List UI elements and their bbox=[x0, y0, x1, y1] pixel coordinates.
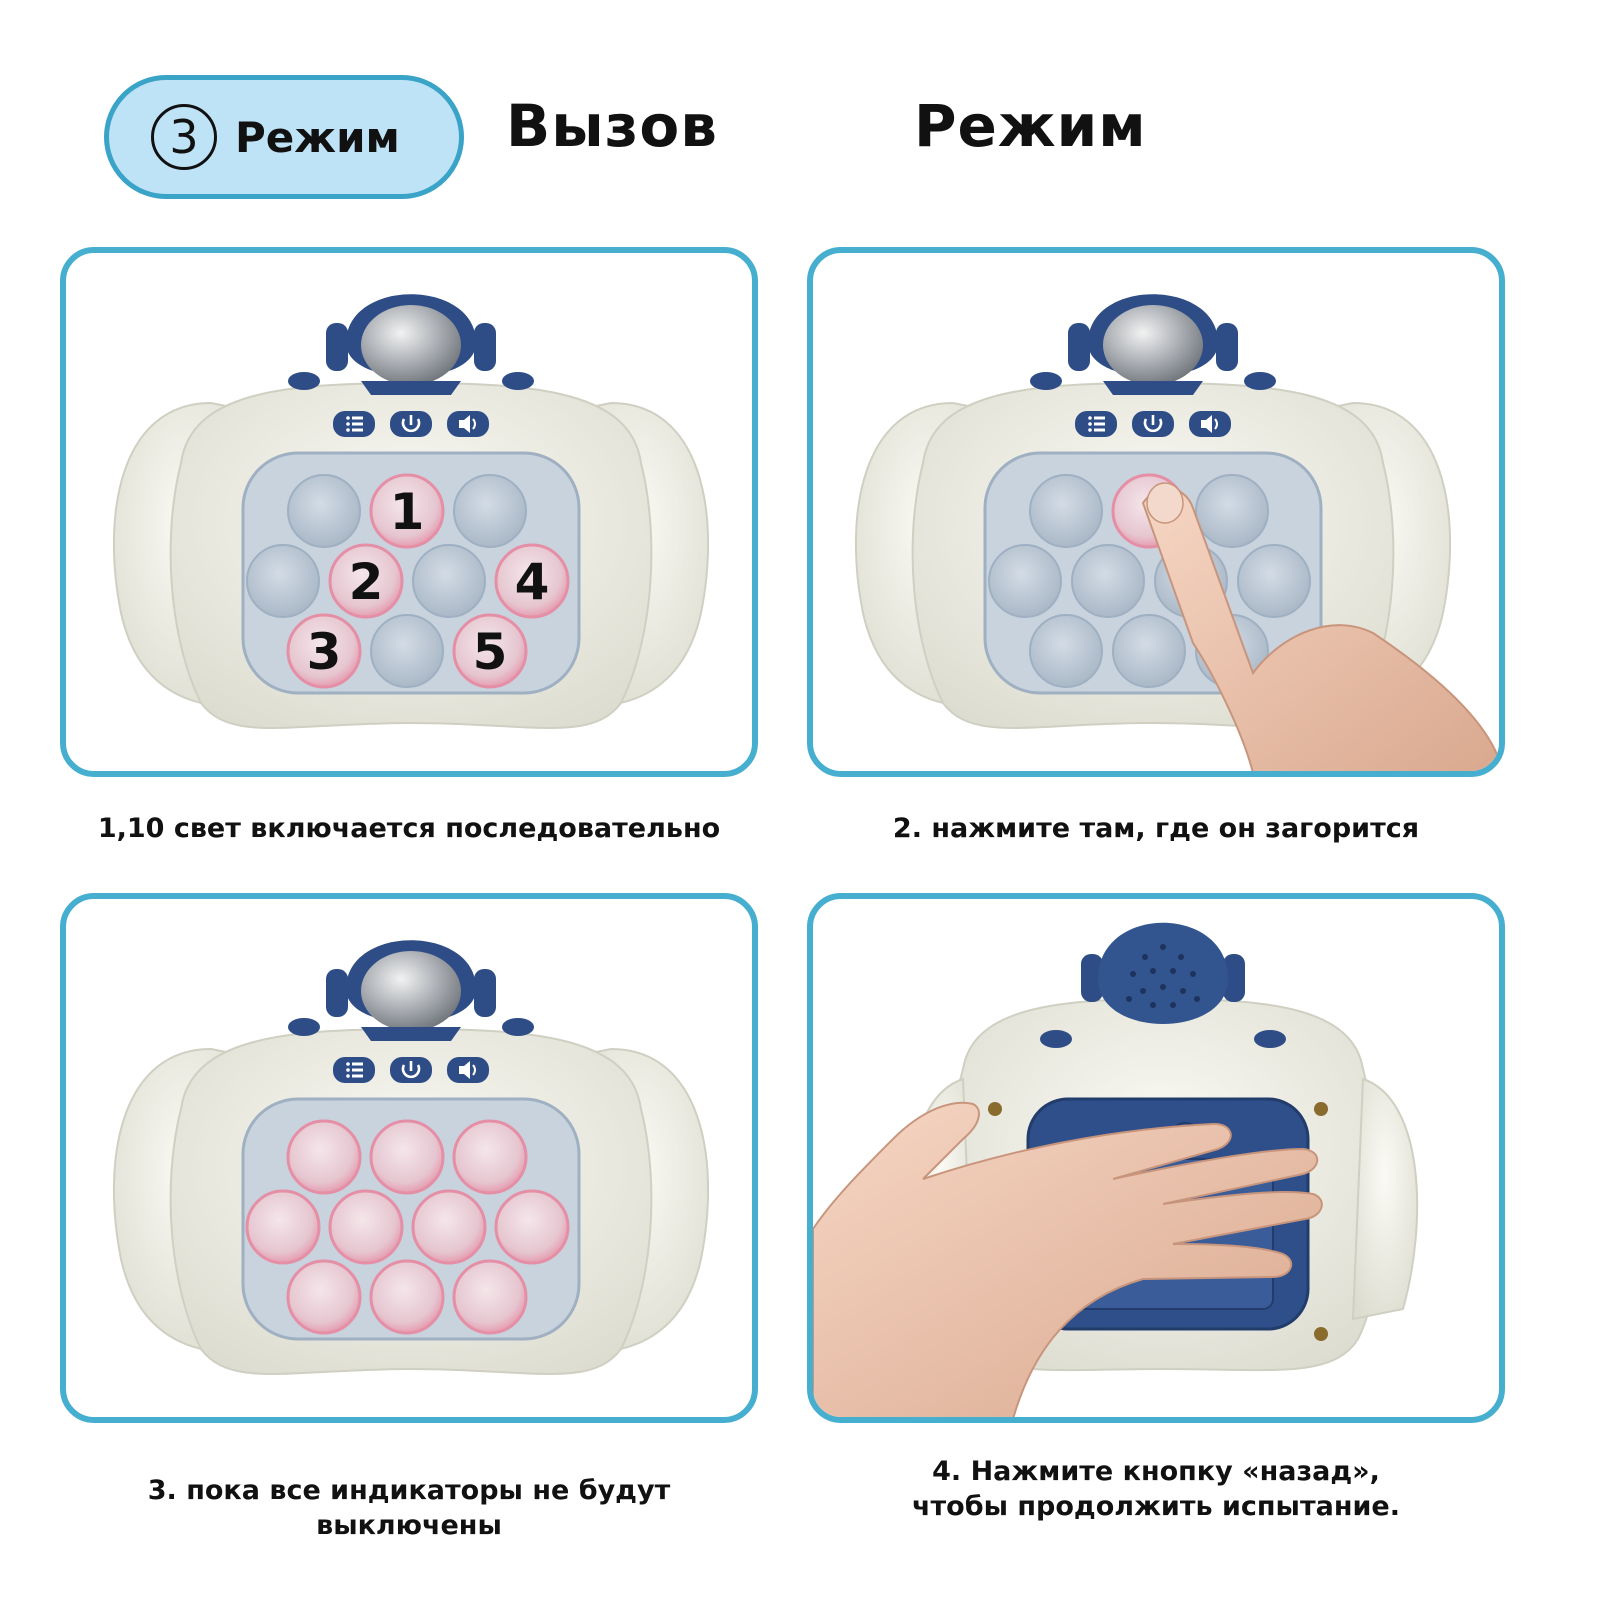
challenge-title: Вызов bbox=[506, 92, 718, 160]
bubble-grid bbox=[245, 1119, 570, 1335]
step-3-panel bbox=[60, 893, 758, 1423]
toy-front: 1 2 3 4 5 bbox=[112, 292, 710, 730]
bubble-label-1: 1 bbox=[390, 483, 425, 541]
pressing-hand bbox=[1141, 482, 1499, 771]
mode-label: Режим bbox=[235, 112, 400, 162]
mode-pill: 3 Режим bbox=[104, 75, 464, 199]
bubble-label-5: 5 bbox=[473, 623, 508, 681]
mode-number-badge: 3 bbox=[151, 104, 217, 170]
bubble-label-4: 4 bbox=[515, 553, 550, 611]
step-4-panel bbox=[807, 893, 1505, 1423]
step-1-panel: 1 2 3 4 5 bbox=[60, 247, 758, 777]
bubble-label-3: 3 bbox=[307, 623, 342, 681]
step-4-caption: 4. Нажмите кнопку «назад», чтобы продолж… bbox=[807, 1455, 1505, 1524]
step-2-panel bbox=[807, 247, 1505, 777]
step-4-caption-line-1: 4. Нажмите кнопку «назад», bbox=[932, 1456, 1380, 1487]
tapping-hand bbox=[813, 1101, 1323, 1417]
step-3-caption: 3. пока все индикаторы не будут выключен… bbox=[147, 1475, 671, 1541]
step-4-caption-line-2: чтобы продолжить испытание. bbox=[912, 1490, 1400, 1522]
bubble-grid bbox=[246, 473, 570, 689]
bubble-label-2: 2 bbox=[349, 553, 384, 611]
step-2-caption: 2. нажмите там, где он загорится bbox=[892, 813, 1420, 844]
mode-title: Режим bbox=[914, 92, 1147, 160]
step-1-caption: 1,10 свет включается последовательно bbox=[97, 813, 721, 844]
toy-front bbox=[112, 938, 710, 1376]
